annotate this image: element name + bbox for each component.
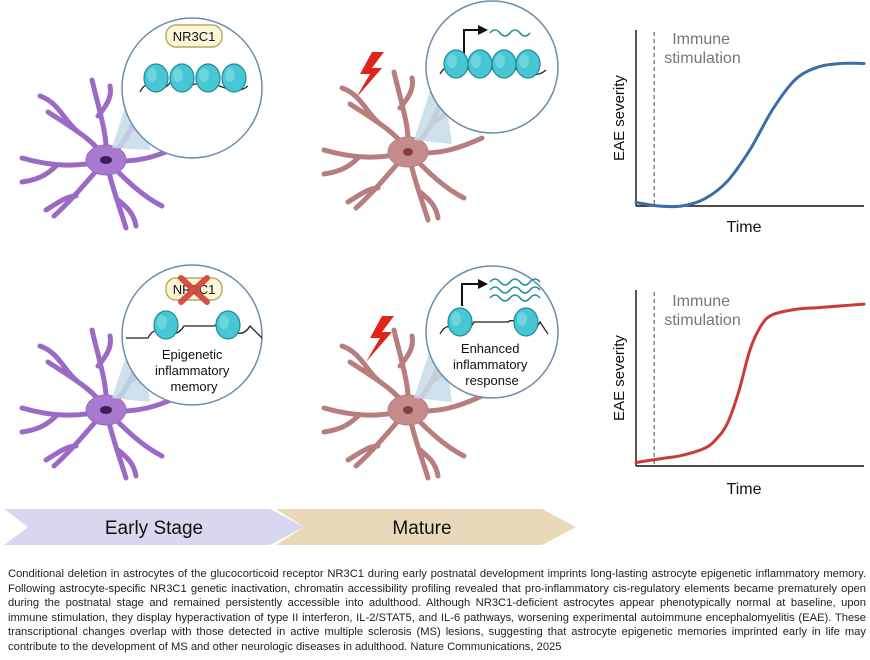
tss-arrow-bottom	[461, 283, 480, 306]
x-axis-label: Time	[727, 481, 762, 498]
enhanced-response-label: Enhanced inflammatory response	[453, 341, 531, 388]
lightning-icon-top	[356, 52, 384, 98]
astrocyte-early-bottom	[22, 330, 180, 478]
zoom-circle-mature-bottom	[425, 265, 559, 399]
y-axis-label: EAE severity	[611, 75, 628, 161]
astrocyte-mature-top	[324, 72, 482, 220]
tss-arrow-top	[463, 29, 480, 56]
x-axis-label: Time	[727, 219, 762, 236]
tss-arrowhead-top	[478, 25, 488, 35]
timeline-mature-label: Mature	[392, 518, 451, 539]
tss-arrowhead-bottom	[478, 279, 488, 289]
zoom-circle-early-bottom	[121, 264, 263, 406]
astrocyte-mature-bottom	[324, 330, 482, 478]
transcript-wave-top	[489, 29, 531, 37]
severity-curve	[634, 61, 866, 209]
timeline-early-arrow	[4, 509, 304, 545]
deletion-cross-icon	[178, 275, 210, 305]
timeline-mature-arrow	[276, 509, 576, 545]
severity-curve	[634, 302, 866, 464]
lightning-icon-bottom	[366, 316, 394, 362]
timeline-early-label: Early Stage	[105, 518, 203, 539]
graphical-abstract: NR3C1 NR3C1 Epigenetic inflammatory memo…	[4, 0, 866, 545]
y-axis-label: EAE severity	[611, 335, 628, 421]
figure-caption: Conditional deletion in astrocytes of th…	[8, 568, 866, 653]
gene-label-top: NR3C1	[173, 29, 216, 44]
gene-badge-top	[165, 24, 223, 48]
epigenetic-memory-label: Epigenetic inflammatory memory	[155, 347, 233, 394]
astrocyte-early-top	[22, 80, 180, 228]
transcript-waves-bottom	[489, 278, 541, 302]
zoom-circle-early-top	[121, 17, 263, 159]
